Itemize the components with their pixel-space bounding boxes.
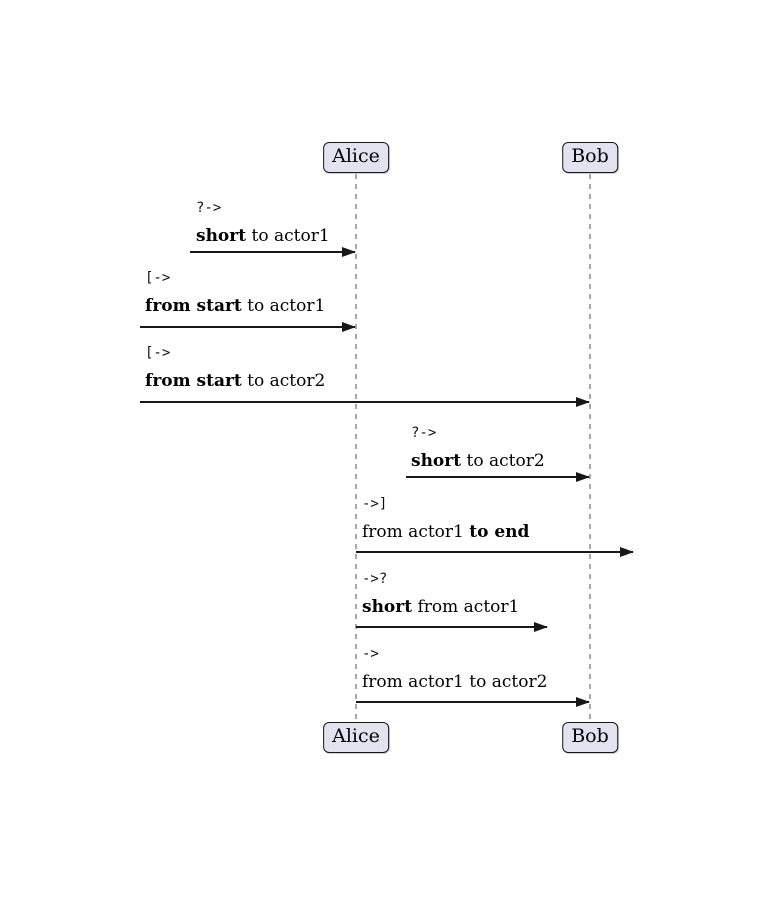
actor-label-bob: Bob [571,145,609,167]
message-label: short to actor1 [196,226,330,246]
message-arrow [140,322,356,332]
arrowhead-icon [576,472,590,482]
message-arrow [406,472,590,482]
actor-label-bob: Bob [571,725,609,747]
lifeline-alice [355,174,357,722]
message-label: from actor1 to actor2 [362,672,548,692]
actor-box-alice-bottom: Alice [323,722,389,753]
arrowhead-icon [620,547,634,557]
message-arrow [356,622,548,632]
actor-box-bob-top: Bob [562,142,618,173]
message-operator-text: ?-> [411,425,437,441]
message-label: from start to actor2 [145,371,326,391]
message-operator-text: ?-> [196,200,222,216]
message-arrow [356,547,634,557]
lifeline-bob [589,174,591,722]
message-operator-text: -> [362,646,379,662]
message-operator-text: ->] [362,496,388,512]
message-operator-text: [-> [145,345,171,361]
message-label: from actor1 to end [362,522,530,542]
actor-label-alice: Alice [332,725,380,747]
message-operator-text: [-> [145,270,171,286]
arrowhead-icon [576,697,590,707]
arrowhead-icon [534,622,548,632]
actor-label-alice: Alice [332,145,380,167]
actor-box-bob-bottom: Bob [562,722,618,753]
message-arrow [140,397,590,407]
arrowhead-icon [342,322,356,332]
actor-box-alice-top: Alice [323,142,389,173]
message-label: short from actor1 [362,597,520,617]
message-arrow [190,247,356,257]
message-label: short to actor2 [411,451,545,471]
arrowhead-icon [342,247,356,257]
message-label: from start to actor1 [145,296,326,316]
message-operator-text: ->? [362,571,388,587]
arrowhead-icon [576,397,590,407]
message-arrow [356,697,590,707]
